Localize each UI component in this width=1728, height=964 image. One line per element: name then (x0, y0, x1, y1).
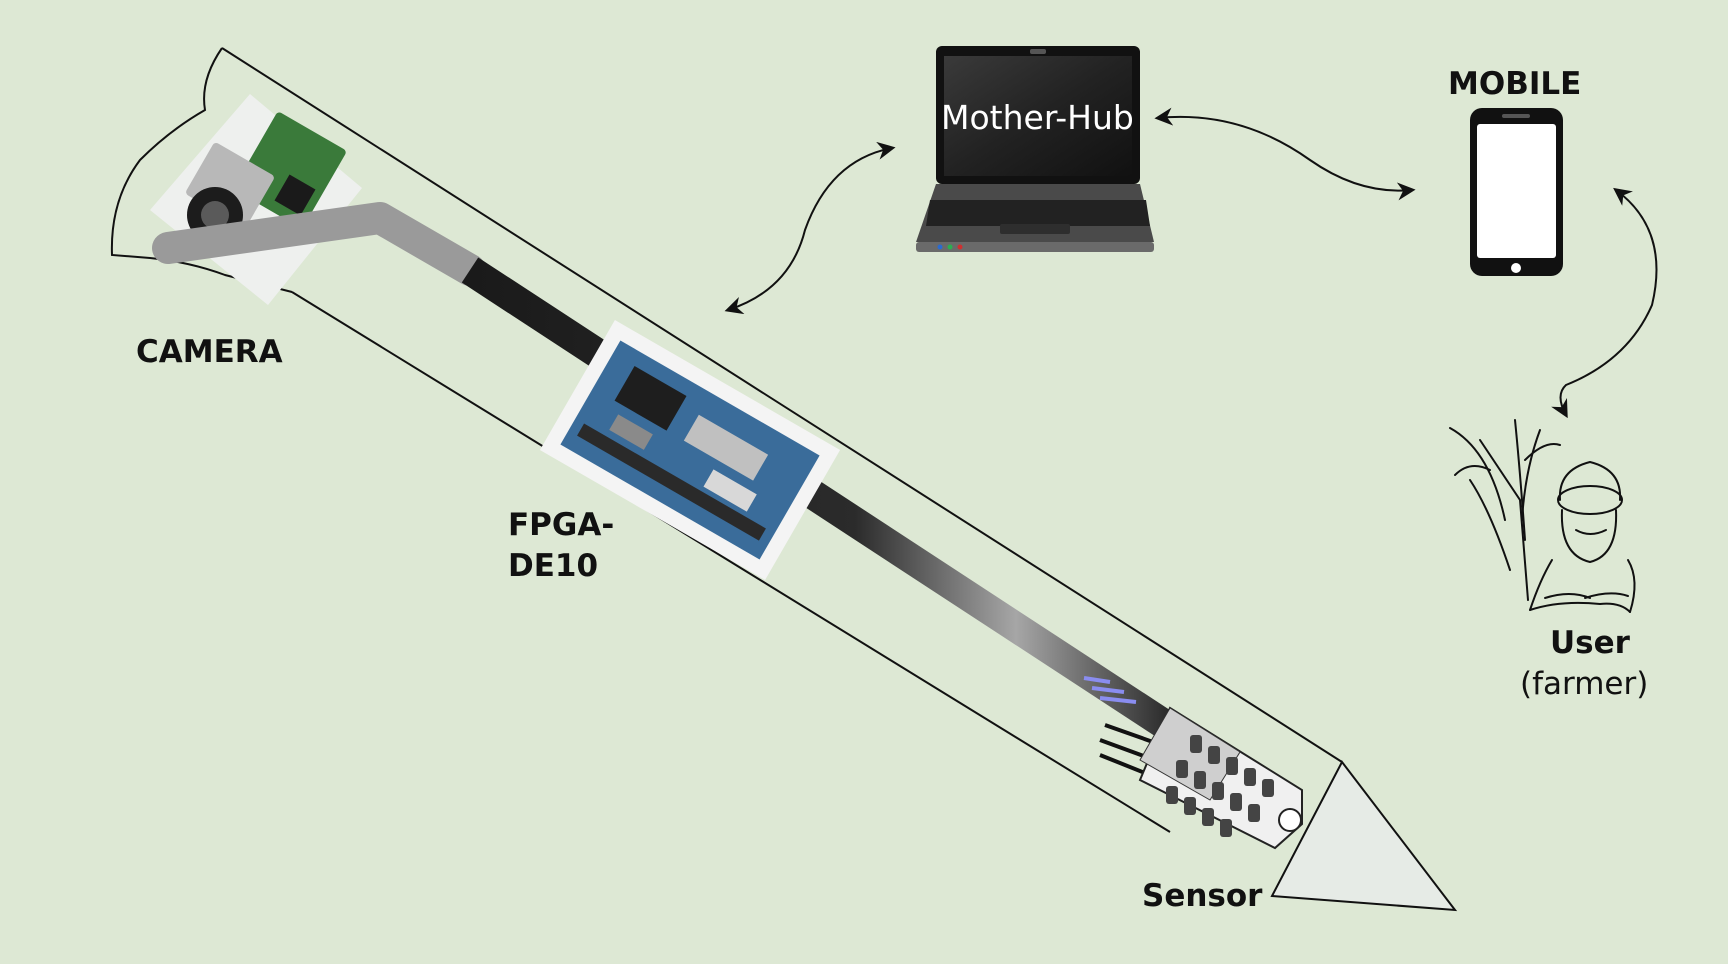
mother-hub-label: Mother-Hub (941, 98, 1134, 137)
soil-sensor (1083, 676, 1303, 850)
sensor-stripes (1083, 676, 1137, 704)
fpga-label-line1: FPGA- (508, 507, 615, 543)
user-label: User (1550, 625, 1630, 661)
arrow-hub-to-mobile (1154, 107, 1416, 201)
fpga-label-line2: DE10 (508, 548, 599, 584)
cable-dark-segment (461, 257, 1179, 741)
user-role-label: (farmer) (1520, 666, 1649, 702)
arrow-mobile-to-user (1551, 187, 1658, 419)
sensor-label: Sensor (1142, 878, 1263, 914)
laptop-icon (916, 46, 1154, 252)
arrow-fpga-to-hub (724, 141, 896, 315)
mobile-label: MOBILE (1448, 66, 1582, 102)
smartphone-icon (1470, 108, 1563, 276)
probe-tip (1270, 760, 1458, 912)
cable-gray-segment (152, 202, 486, 286)
farmer-illustration (1449, 419, 1636, 613)
camera-label: CAMERA (136, 334, 283, 370)
fpga-board (539, 320, 841, 580)
